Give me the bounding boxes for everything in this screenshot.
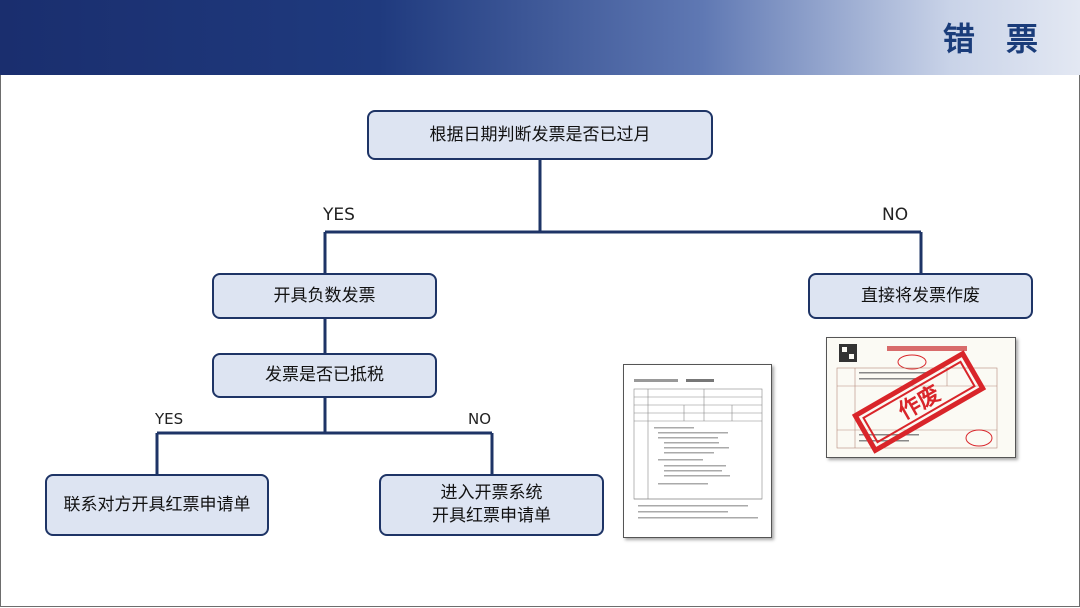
yes-label-bottom: YES	[155, 410, 184, 428]
void-invoice-box: 直接将发票作废	[808, 273, 1033, 319]
enter-system-box: 进入开票系统 开具红票申请单	[379, 474, 604, 536]
voided-invoice-image: 作废	[826, 337, 1016, 458]
yes-label-top: YES	[323, 205, 355, 225]
header-bar: 错 票	[0, 0, 1080, 75]
invoice-drawing: 作废	[836, 344, 998, 454]
no-label-top: NO	[882, 205, 909, 225]
red-invoice-form-image	[623, 364, 772, 538]
page-title: 错 票	[942, 20, 1048, 58]
contact-counterparty-box: 联系对方开具红票申请单	[45, 474, 269, 536]
tax-deducted-question-box: 发票是否已抵税	[212, 353, 437, 398]
no-label-bottom: NO	[468, 410, 492, 428]
root-decision-box: 根据日期判断发票是否已过月	[367, 110, 713, 160]
form-drawing	[633, 379, 763, 519]
negative-invoice-box: 开具负数发票	[212, 273, 437, 319]
